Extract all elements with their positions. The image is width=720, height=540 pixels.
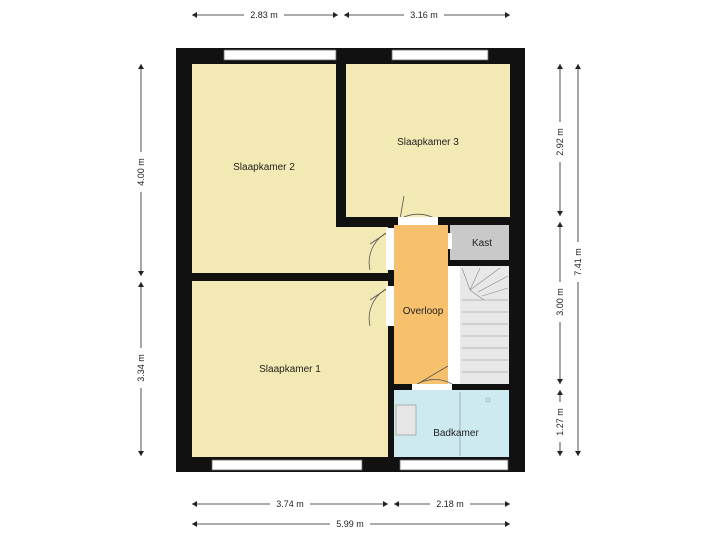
stair-wall-gap [448, 266, 460, 384]
room-slaapkamer-1 [192, 281, 388, 457]
dimension-top [192, 8, 510, 22]
dim-bottom-right: 2.18 m [436, 499, 464, 509]
dimension-right-inner [553, 64, 567, 456]
room-overloop [394, 225, 448, 384]
doors [368, 195, 453, 390]
window-bottom-left [211, 459, 363, 471]
label-slaapkamer-3: Slaapkamer 3 [397, 137, 459, 148]
label-badkamer: Badkamer [433, 428, 479, 439]
dim-left-lower: 3.34 m [136, 354, 146, 382]
room-slaapkamer-3 [346, 64, 510, 217]
room-kast [450, 225, 509, 260]
dim-right-middle: 3.00 m [555, 288, 565, 316]
dim-top-right: 3.16 m [410, 10, 438, 20]
label-slaapkamer-1: Slaapkamer 1 [259, 364, 321, 375]
window-top-right [391, 49, 489, 61]
stairs [461, 267, 509, 373]
dimension-right-outer [571, 64, 585, 456]
stairs-area [460, 266, 509, 384]
label-slaapkamer-2: Slaapkamer 2 [233, 162, 295, 173]
label-kast: Kast [472, 238, 492, 249]
dim-bottom-total: 5.99 m [336, 519, 364, 529]
dim-right-upper: 2.92 m [555, 128, 565, 156]
drain-icon [485, 397, 491, 403]
dim-bottom-left: 3.74 m [276, 499, 304, 509]
dim-top-left: 2.83 m [250, 10, 278, 20]
window-bottom-right [399, 459, 509, 471]
dim-right-total: 7.41 m [573, 248, 583, 276]
window-top-left [223, 49, 337, 61]
room-slaapkamer-2-extension [336, 227, 388, 273]
room-slaapkamer-2 [192, 64, 336, 273]
dim-right-lower: 1.27 m [555, 408, 565, 436]
dimension-left [134, 64, 148, 456]
dimension-bottom [192, 497, 510, 531]
dim-left-upper: 4.00 m [136, 158, 146, 186]
sink-fixture [395, 404, 417, 436]
label-overloop: Overloop [403, 306, 444, 317]
